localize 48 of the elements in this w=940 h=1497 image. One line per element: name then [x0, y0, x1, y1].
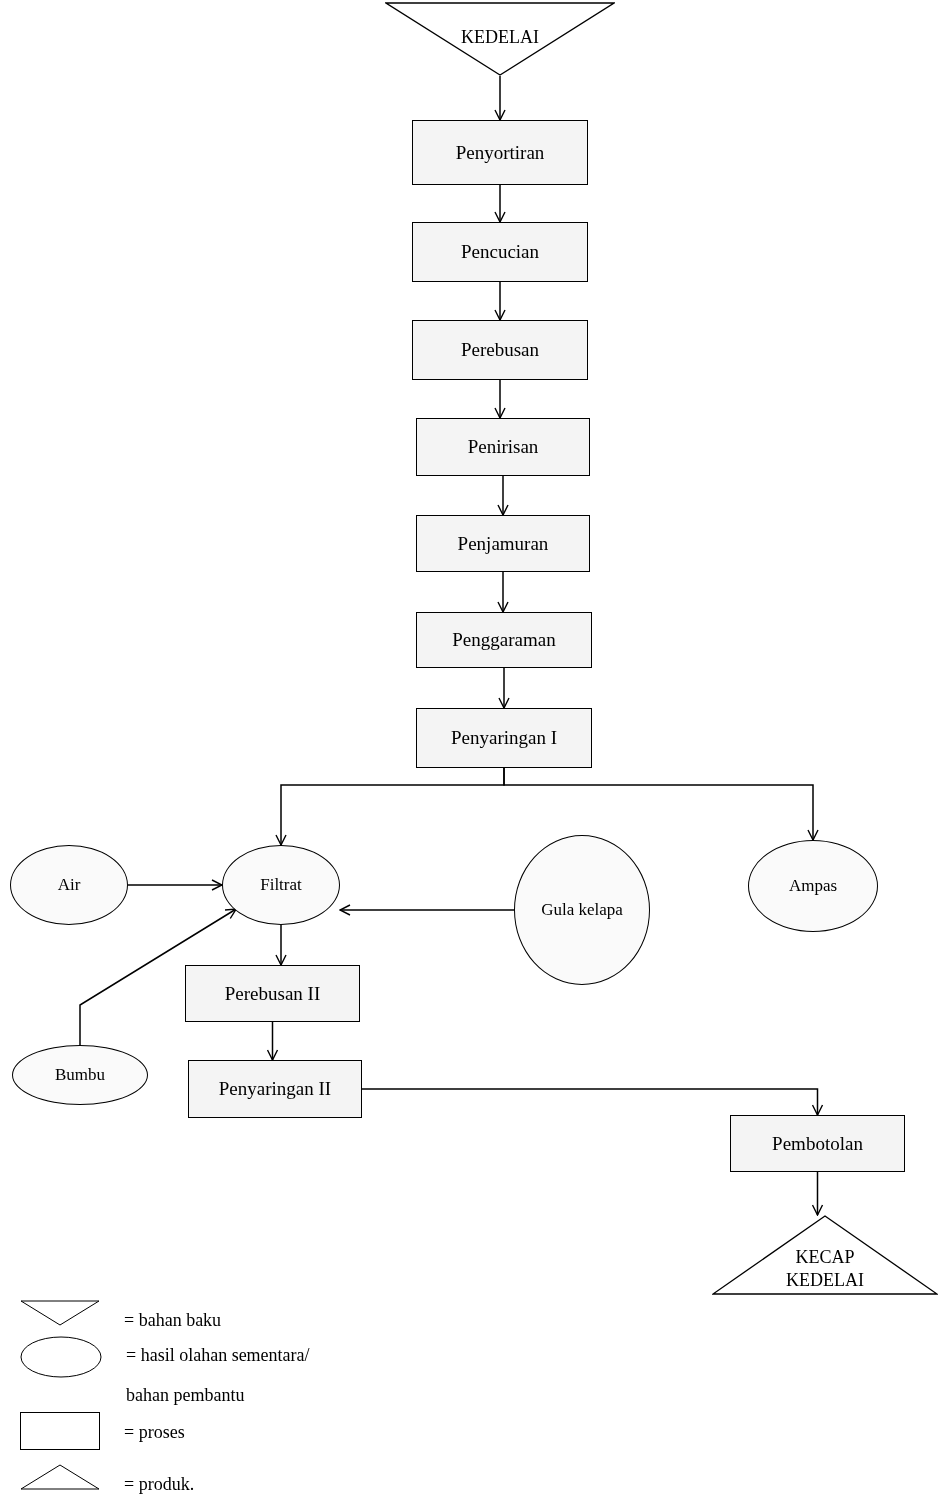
- node-label: Penyaringan II: [218, 1077, 332, 1101]
- node-label: Penirisan: [467, 435, 539, 459]
- arrow: [275, 924, 287, 966]
- arrow: [498, 667, 510, 709]
- process-box: [416, 515, 590, 572]
- node-label: Penyortiran: [455, 140, 545, 165]
- arrow: [811, 1171, 824, 1216]
- product-triangle: [712, 1215, 938, 1295]
- process-box: [188, 1060, 362, 1118]
- arrow: [361, 1088, 824, 1116]
- raw-material-triangle: [385, 2, 615, 76]
- legend-label: = bahan baku: [124, 1309, 222, 1332]
- arrow: [497, 571, 509, 613]
- legend-label: = proses: [124, 1421, 185, 1444]
- arrow: [339, 904, 515, 916]
- node-label: Pembotolan: [772, 1131, 863, 1156]
- node-label: KEDELAI: [461, 26, 539, 49]
- node-label: Penggaraman: [452, 628, 556, 652]
- arrow: [79, 908, 237, 1046]
- node-label: Filtrat: [260, 874, 302, 896]
- node-label: Gula kelapa: [541, 899, 623, 921]
- node-label: Bumbu: [54, 1064, 106, 1086]
- arrow: [266, 1021, 279, 1061]
- legend-label: = hasil olahan sementara/ bahan pembantu: [126, 1344, 311, 1407]
- node-label: Pencucian: [460, 240, 540, 264]
- node-label: Penyaringan I: [450, 726, 558, 750]
- node-label: KECAP KEDELAI: [785, 1246, 865, 1291]
- arrow: [494, 281, 506, 321]
- node-label: Perebusan II: [224, 981, 321, 1006]
- node-label: Air: [57, 874, 81, 896]
- arrow: [494, 184, 506, 223]
- node-label: Penjamuran: [457, 531, 549, 556]
- process-box: [412, 222, 588, 282]
- arrow: [494, 379, 506, 419]
- process-box: [185, 965, 360, 1022]
- process-box: [416, 708, 592, 768]
- process-box: [412, 120, 588, 185]
- process-box: [416, 418, 590, 476]
- process-box: [416, 612, 592, 668]
- legend-label: = produk.: [124, 1473, 195, 1496]
- node-label: Perebusan: [460, 338, 540, 362]
- process-box: [730, 1115, 905, 1172]
- arrow: [503, 767, 819, 841]
- arrow: [127, 879, 223, 891]
- arrow: [497, 475, 509, 516]
- process-box: [412, 320, 588, 380]
- node-label: Ampas: [788, 875, 838, 897]
- arrow: [494, 75, 506, 121]
